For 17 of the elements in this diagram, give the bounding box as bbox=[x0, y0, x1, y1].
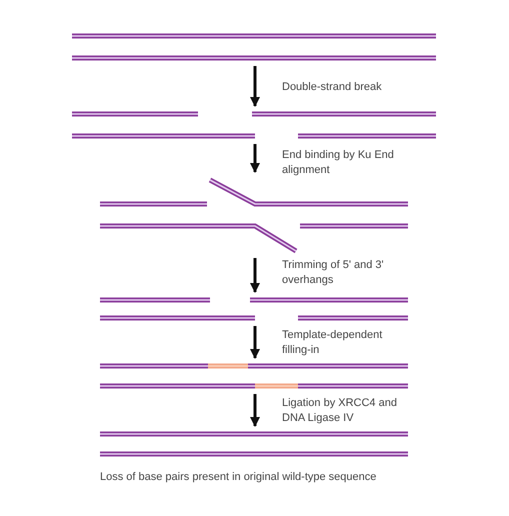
arrow bbox=[250, 326, 260, 360]
edge-label: Double-strand break bbox=[282, 80, 383, 95]
edge-label: Template-dependent filling-in bbox=[282, 328, 384, 358]
edge-label: Trimming of 5' and 3' overhangs bbox=[282, 258, 385, 288]
dna-duplex-drawing bbox=[70, 110, 438, 140]
dna-duplex-drawing bbox=[98, 430, 410, 458]
dna-duplex-drawing bbox=[98, 362, 410, 390]
note-text: Loss of base pairs present in original wild-type sequence bbox=[100, 470, 376, 485]
dna-duplex-drawing bbox=[98, 176, 410, 254]
arrow bbox=[250, 258, 260, 294]
dna-duplex-drawing bbox=[98, 296, 410, 322]
edge-label: Ligation by XRCC4 and DNA Ligase IV bbox=[282, 396, 398, 426]
arrow bbox=[250, 144, 260, 174]
arrow bbox=[250, 394, 260, 428]
arrow bbox=[250, 66, 260, 108]
dna-duplex-drawing bbox=[70, 32, 438, 62]
edge-label: End binding by Ku End alignment bbox=[282, 148, 395, 178]
